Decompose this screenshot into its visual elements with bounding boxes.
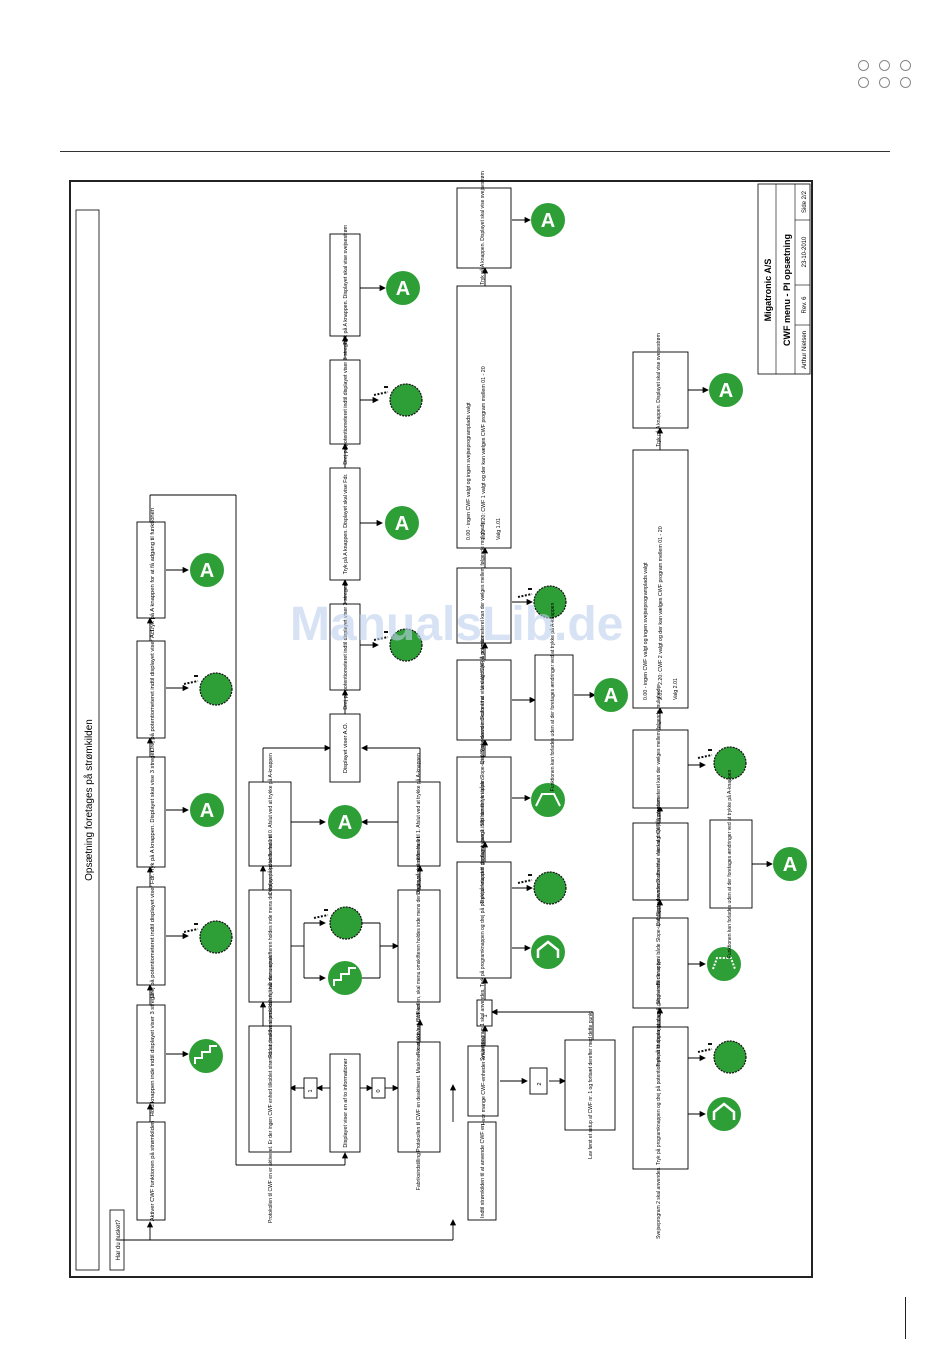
potentiometer-icon — [183, 920, 233, 954]
a-button-icon — [709, 373, 743, 407]
switch-0-to-1-note: Displayet skal skifte fra 0 til 1. Afslu… — [415, 753, 422, 895]
a-button-icon — [385, 506, 419, 540]
step-press-a-current-1: Tryk på A knappen. Displayet skal vise s… — [479, 171, 486, 284]
protocol-active-note: Protokollen til CWF en er aktiveret. Er … — [267, 955, 274, 1223]
potentiometer-icon — [373, 383, 423, 417]
potentiometer-icon — [697, 746, 747, 780]
slope-indicator-icon — [530, 782, 566, 818]
diagram-frame — [69, 180, 813, 1278]
deactivate-note: For at deaktivere protokollen, skal menu… — [267, 834, 274, 1058]
program-1-step: Svejseprogram 1 skal anvendes. Tryk på p… — [479, 779, 486, 1061]
a-button-icon — [773, 847, 807, 881]
slope-indicator-icon — [706, 946, 742, 982]
program-2-step: Svejseprogram 2 skal anvendes. Tryk på p… — [655, 957, 662, 1239]
step-press-a-fdr: Tryk på A knappen. Displayet skal vise F… — [342, 474, 349, 575]
display-3-digits-1: Displayet anvender 3 cifre til at vise v… — [480, 636, 486, 764]
decorative-dots — [850, 55, 920, 95]
diagram-title: Opsætning foretages på strømkilden — [83, 719, 95, 881]
slope-step-2: Tryk på knappen gentagne gange indtil de… — [655, 859, 662, 1067]
step-press-a-access: Tryk på A knappen for at få adgang til f… — [149, 508, 156, 632]
a-button-icon — [190, 553, 224, 587]
doc-title: CWF menu - PI opsætning — [782, 234, 792, 346]
stair-icon — [188, 1038, 224, 1074]
branch-2-label: 2 — [537, 1082, 543, 1085]
a-button-icon — [531, 203, 565, 237]
header-rule — [60, 151, 890, 152]
option-1-range: 1.01 - 1.20: CWF 1 valgt og der kan vælg… — [481, 366, 487, 540]
how-many-cwf: Hvor mange CWF-enheder anvendes — [481, 1037, 487, 1125]
a-button-icon — [328, 805, 362, 839]
display-3-digits-2: Displayet anvender 3 cifre til at vise v… — [656, 798, 662, 926]
stair-icon — [327, 960, 363, 996]
options-step-2: Ved at dreje på potentiometeret kan der … — [655, 684, 662, 854]
option-2-range: 2.01 - 2.20: CWF 2 valgt og der kan vælg… — [658, 526, 664, 700]
step-activate-cwf: Aktiver CWF funktionen på strømkilden — [149, 1121, 156, 1222]
revision: Rev. 6 — [802, 296, 808, 314]
watermark: ManualsLib.de — [290, 598, 623, 651]
date: 23-10-2010 — [802, 236, 808, 267]
step-set-cwf: Indtil strømkilden til at anvende CWF en — [480, 1124, 486, 1218]
step-hold-button: Hold knappen inde indtil displayet viser… — [150, 992, 156, 1117]
option-2-choice: Valg 2.01 — [673, 678, 679, 700]
leave-unchanged-2: Funktionen kan forlades uden at der fore… — [726, 770, 733, 959]
switch-1-to-0-note: Displayet skal skifte fra 1 til 0. Afslu… — [267, 753, 274, 895]
factory-setting-note: Fabriksindstilling Protokollen til CWF e… — [416, 1004, 422, 1190]
company-name: Migatronic A/S — [763, 259, 773, 322]
a-button-icon — [386, 271, 420, 305]
author: Arthur Nielsen — [802, 331, 808, 369]
program-button-icon — [529, 933, 567, 971]
display-two-info: Displayet viser en af to informationer — [343, 1058, 349, 1147]
program-button-icon — [705, 1095, 743, 1133]
a-button-icon — [594, 678, 628, 712]
step-turn-act: Drej på potentiometeret indtil displayet… — [149, 628, 156, 752]
options-step-1: Ved at dreje på potentiometeret kan der … — [479, 520, 486, 690]
option-2-none: 0.00 - ingen CWF valgt og ingen svejsepr… — [643, 562, 649, 700]
title-block — [757, 183, 811, 375]
display-ao: Displayet viser A.O. — [343, 722, 349, 773]
step-press-a-current-2: Tryk på A knappen. Displayet skal vise s… — [655, 333, 662, 446]
setup-cwf1-first: Lav først et setup af CWF nr. 1 og forts… — [588, 1010, 594, 1158]
step-turn-3-lines: Drej på potentiometeret indtil displayet… — [342, 584, 349, 709]
branch-1-label: 1 — [483, 1014, 489, 1017]
slope-step-1: Tryk på knappen gentagne gange indtil de… — [479, 696, 486, 904]
page-edge-rule — [905, 1297, 906, 1339]
activate-note: For at aktivere protokollen, skal menu o… — [415, 836, 422, 1055]
potentiometer-icon — [183, 672, 233, 706]
a-button-icon — [190, 793, 224, 827]
step-press-a-current: Tryk på A knappen. Displayet skal vise s… — [342, 224, 349, 345]
option-1-label: 1 — [308, 1089, 314, 1092]
potentiometer-icon — [697, 1040, 747, 1074]
option-0-label: 0 — [376, 1089, 382, 1092]
title-box — [75, 209, 100, 1271]
step-turn-fdr: Drej på potentiometeret indtil displayet… — [149, 874, 156, 998]
option-1-choice: Valg 1.01 — [496, 518, 502, 540]
step-press-a-3-lines: Tryk på A knappen. Displayet skal vise 3… — [149, 750, 156, 873]
leave-unchanged-1: Funktionen kan forlades uden at der fore… — [549, 603, 556, 792]
step-turn-3-lines-2: Drej på potentiometeret indtil displayet… — [342, 339, 349, 464]
option-1-none: 0.00 - ingen CWF valgt og ingen svejsepr… — [466, 402, 472, 540]
page-number: Side 2/2 — [802, 190, 808, 213]
